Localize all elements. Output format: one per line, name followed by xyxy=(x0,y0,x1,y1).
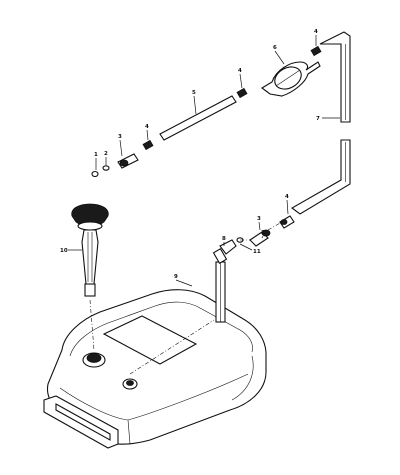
label-4b: 4 xyxy=(238,68,242,74)
label-7: 7 xyxy=(316,116,320,122)
assembly-center-lines xyxy=(89,221,283,375)
label-8: 8 xyxy=(222,236,226,242)
hose-clamps xyxy=(142,45,322,151)
label-2: 2 xyxy=(104,151,108,157)
fuel-tank xyxy=(43,289,267,449)
label-1: 1 xyxy=(94,152,98,158)
label-4a: 4 xyxy=(145,124,149,130)
part-labels: 1 2 3 4 5 4 6 4 7 4 3 2 8 11 9 10 xyxy=(60,29,320,280)
label-4d: 4 xyxy=(285,194,289,200)
label-3b: 3 xyxy=(257,216,261,222)
fuel-gauge xyxy=(71,203,109,297)
label-11: 11 xyxy=(253,249,261,255)
pickup-tube xyxy=(215,261,226,323)
label-9: 9 xyxy=(174,274,178,280)
label-3: 3 xyxy=(118,134,122,140)
label-2b: 2 xyxy=(261,230,265,236)
label-4c: 4 xyxy=(314,29,318,35)
label-5: 5 xyxy=(192,90,196,96)
label-6: 6 xyxy=(273,45,277,51)
fuel-hose xyxy=(291,31,351,215)
short-hose xyxy=(159,95,237,141)
primer-bulb xyxy=(261,61,321,97)
label-10: 10 xyxy=(60,248,68,254)
leader-lines xyxy=(68,35,340,287)
engine-connector-fittings xyxy=(91,153,139,178)
tank-connector-fittings xyxy=(212,215,295,264)
